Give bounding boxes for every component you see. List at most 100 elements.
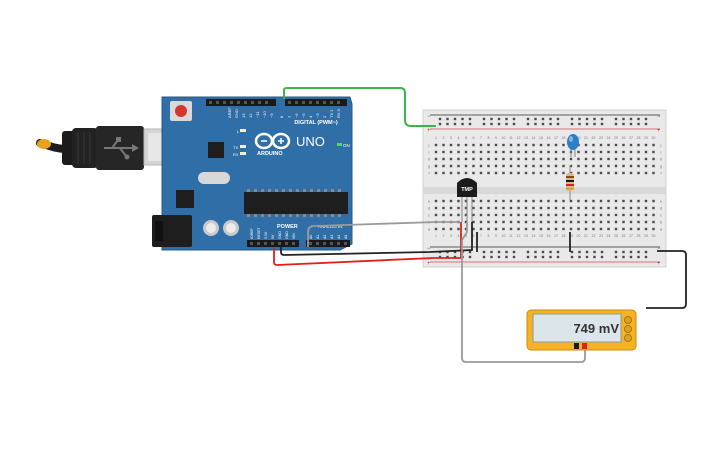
breadboard-hole[interactable]: [479, 206, 483, 210]
breadboard-hole[interactable]: [539, 171, 543, 175]
breadboard-hole[interactable]: [497, 255, 501, 259]
breadboard-hole[interactable]: [547, 220, 550, 224]
breadboard-hole[interactable]: [554, 143, 558, 147]
breadboard-hole[interactable]: [554, 213, 558, 217]
breadboard-hole[interactable]: [607, 206, 610, 210]
breadboard-hole[interactable]: [539, 150, 543, 154]
breadboard-hole[interactable]: [547, 164, 550, 168]
breadboard-hole[interactable]: [497, 117, 501, 121]
breadboard-hole[interactable]: [569, 206, 573, 210]
breadboard-hole[interactable]: [457, 164, 460, 168]
breadboard-hole[interactable]: [592, 171, 595, 175]
breadboard-hole[interactable]: [637, 122, 640, 126]
breadboard-hole[interactable]: [629, 250, 633, 254]
breadboard-hole[interactable]: [541, 255, 545, 259]
breadboard-hole[interactable]: [472, 220, 475, 224]
breadboard-hole[interactable]: [509, 199, 513, 203]
breadboard-hole[interactable]: [607, 171, 610, 175]
breadboard-hole[interactable]: [644, 150, 648, 154]
breadboard-hole[interactable]: [464, 143, 468, 147]
breadboard-hole[interactable]: [622, 157, 625, 161]
breadboard-hole[interactable]: [562, 150, 565, 154]
breadboard-hole[interactable]: [562, 213, 565, 217]
breadboard-hole[interactable]: [502, 143, 505, 147]
breadboard-hole[interactable]: [592, 227, 595, 231]
breadboard-hole[interactable]: [532, 206, 535, 210]
breadboard-hole[interactable]: [585, 122, 589, 126]
breadboard-hole[interactable]: [442, 206, 445, 210]
breadboard-hole[interactable]: [497, 122, 501, 126]
breadboard-hole[interactable]: [446, 255, 449, 259]
breadboard-hole[interactable]: [629, 255, 633, 259]
breadboard-hole[interactable]: [532, 150, 535, 154]
breadboard-hole[interactable]: [502, 227, 505, 231]
breadboard-hole[interactable]: [472, 213, 475, 217]
breadboard-hole[interactable]: [434, 206, 438, 210]
breadboard-hole[interactable]: [644, 255, 648, 259]
breadboard-hole[interactable]: [585, 250, 589, 254]
breadboard-hole[interactable]: [637, 227, 640, 231]
breadboard-hole[interactable]: [517, 157, 520, 161]
breadboard-hole[interactable]: [502, 150, 505, 154]
breadboard-hole[interactable]: [637, 150, 640, 154]
breadboard-hole[interactable]: [549, 255, 552, 259]
breadboard-hole[interactable]: [644, 250, 648, 254]
breadboard-hole[interactable]: [644, 117, 648, 121]
breadboard-hole[interactable]: [442, 143, 445, 147]
breadboard-hole[interactable]: [584, 227, 588, 231]
breadboard-hole[interactable]: [449, 227, 453, 231]
breadboard-hole[interactable]: [592, 150, 595, 154]
breadboard-hole[interactable]: [487, 206, 490, 210]
breadboard-hole[interactable]: [434, 150, 438, 154]
breadboard-hole[interactable]: [494, 206, 498, 210]
breadboard-hole[interactable]: [637, 220, 640, 224]
breadboard-hole[interactable]: [464, 220, 468, 224]
breadboard-hole[interactable]: [584, 220, 588, 224]
breadboard-hole[interactable]: [629, 117, 633, 121]
breadboard-hole[interactable]: [524, 199, 528, 203]
breadboard-hole[interactable]: [562, 171, 565, 175]
breadboard-hole[interactable]: [479, 227, 483, 231]
wire-green[interactable]: [283, 87, 436, 127]
breadboard-hole[interactable]: [539, 220, 543, 224]
breadboard-hole[interactable]: [479, 164, 483, 168]
breadboard-hole[interactable]: [584, 171, 588, 175]
breadboard-hole[interactable]: [637, 199, 640, 203]
breadboard-hole[interactable]: [592, 199, 595, 203]
breadboard-hole[interactable]: [629, 164, 633, 168]
breadboard-hole[interactable]: [622, 206, 625, 210]
breadboard-hole[interactable]: [512, 122, 516, 126]
breadboard-hole[interactable]: [494, 171, 498, 175]
breadboard-hole[interactable]: [464, 164, 468, 168]
breadboard-hole[interactable]: [577, 206, 580, 210]
breadboard-hole[interactable]: [502, 157, 505, 161]
breadboard-hole[interactable]: [569, 199, 573, 203]
breadboard-hole[interactable]: [562, 220, 565, 224]
breadboard-hole[interactable]: [524, 157, 528, 161]
breadboard-hole[interactable]: [517, 150, 520, 154]
breadboard-hole[interactable]: [453, 255, 457, 259]
breadboard-hole[interactable]: [472, 164, 475, 168]
mode-knob-icon[interactable]: [624, 316, 632, 342]
breadboard-hole[interactable]: [524, 220, 528, 224]
breadboard-hole[interactable]: [549, 117, 552, 121]
digital-header[interactable]: [206, 99, 347, 106]
breadboard-hole[interactable]: [577, 171, 580, 175]
breadboard-hole[interactable]: [449, 164, 453, 168]
breadboard-hole[interactable]: [457, 143, 460, 147]
breadboard-hole[interactable]: [547, 206, 550, 210]
breadboard-hole[interactable]: [577, 150, 580, 154]
breadboard-hole[interactable]: [526, 117, 530, 121]
breadboard-hole[interactable]: [622, 227, 625, 231]
breadboard-hole[interactable]: [569, 164, 573, 168]
breadboard-hole[interactable]: [502, 164, 505, 168]
breadboard-hole[interactable]: [578, 250, 581, 254]
reset-button[interactable]: [170, 101, 192, 121]
breadboard-hole[interactable]: [472, 143, 475, 147]
breadboard-hole[interactable]: [487, 220, 490, 224]
breadboard-hole[interactable]: [547, 171, 550, 175]
breadboard-hole[interactable]: [472, 227, 475, 231]
breadboard-hole[interactable]: [592, 206, 595, 210]
breadboard-hole[interactable]: [622, 250, 625, 254]
wire-gray-meter[interactable]: [461, 222, 586, 363]
